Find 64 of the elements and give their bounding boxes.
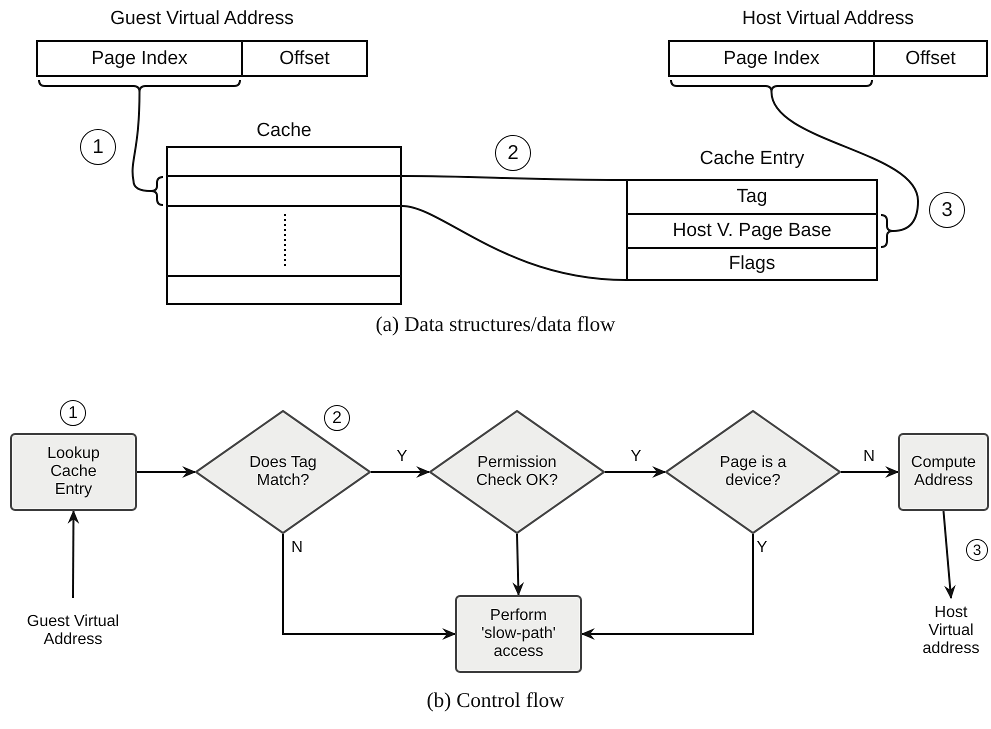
arrow	[282, 534, 456, 640]
edge-label: N	[863, 448, 875, 466]
arrow	[512, 534, 524, 596]
field-cell	[241, 40, 368, 77]
arrow	[942, 510, 956, 600]
node-label: Tag	[736, 186, 768, 208]
node-label: Perform 'slow-path' access	[480, 607, 557, 661]
step-number: 1	[80, 129, 116, 165]
node-label: Page Index	[91, 48, 188, 70]
step-number: 3	[966, 539, 988, 561]
field-cell	[668, 40, 875, 77]
leader-line	[670, 79, 919, 248]
node-label: Host V. Page Base	[672, 220, 832, 242]
data-structure	[166, 120, 402, 305]
step-number: 2	[495, 135, 531, 171]
table-row	[166, 205, 402, 277]
decision-diamond	[429, 410, 605, 534]
field-cell	[626, 179, 878, 215]
table-row	[166, 175, 402, 207]
edge-label: N	[291, 539, 303, 557]
node-label: Permission Check OK?	[475, 454, 559, 490]
arrow	[371, 466, 430, 478]
field-cell	[873, 40, 988, 77]
edge-label: Y	[630, 448, 642, 466]
step-number: 1	[60, 400, 86, 426]
arrow	[68, 510, 80, 598]
data-structure	[36, 8, 368, 78]
structure-title: Cache	[256, 120, 312, 142]
data-structure	[668, 8, 988, 78]
field-cell	[36, 40, 243, 77]
node-label: Lookup Cache Entry	[46, 445, 101, 499]
process-box	[455, 595, 582, 673]
connector-line	[402, 175, 626, 181]
field-cell	[626, 247, 878, 281]
leader-line	[38, 79, 241, 206]
process-box	[10, 433, 137, 511]
node-label: Offset	[905, 48, 956, 70]
arrow	[605, 466, 666, 478]
edge-label: Y	[756, 539, 768, 557]
process-box	[898, 433, 989, 511]
table-row	[166, 275, 402, 305]
structure-title: Host Virtual Address	[741, 8, 915, 30]
structure-title: Cache Entry	[698, 148, 806, 170]
arrow	[580, 534, 754, 640]
figure-caption: (a) Data structures/data flow	[374, 312, 616, 337]
decision-diamond	[665, 410, 841, 534]
step-number: 3	[929, 192, 965, 228]
node-label: Page Index	[723, 48, 820, 70]
node-label: Does Tag Match?	[248, 454, 318, 490]
arrow	[841, 466, 900, 478]
decision-diamond	[195, 410, 371, 534]
step-number: 2	[324, 405, 350, 431]
node-label: Flags	[728, 253, 776, 275]
node-label: Offset	[279, 48, 330, 70]
arrow	[137, 466, 196, 478]
field-cell	[626, 213, 878, 249]
node-label: Page is a device?	[718, 454, 788, 490]
connector-line	[402, 205, 626, 281]
node-label: Compute Address	[910, 454, 977, 490]
edge-label: Y	[396, 448, 408, 466]
table-row	[166, 146, 402, 177]
figure-caption: (b) Control flow	[426, 688, 566, 713]
structure-title: Guest Virtual Address	[109, 8, 295, 30]
data-structure	[626, 148, 878, 281]
